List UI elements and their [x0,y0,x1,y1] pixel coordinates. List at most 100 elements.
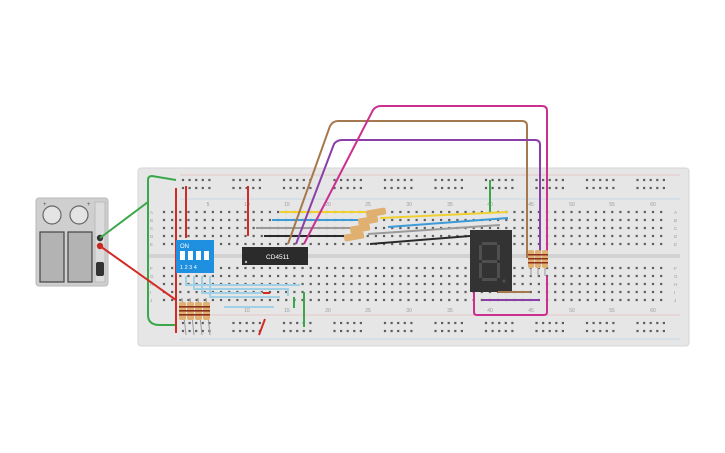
breadboard-hole[interactable] [542,178,545,182]
breadboard-hole[interactable] [504,178,507,182]
breadboard-hole[interactable] [391,226,394,230]
breadboard-hole[interactable] [603,210,606,214]
breadboard-hole[interactable] [277,274,280,278]
breadboard-hole[interactable] [228,266,231,270]
breadboard-hole[interactable] [399,226,402,230]
breadboard-hole[interactable] [456,298,459,302]
breadboard-hole[interactable] [488,226,492,230]
breadboard-hole[interactable] [656,321,659,325]
breadboard-hole[interactable] [448,266,451,270]
breadboard-hole[interactable] [403,178,406,182]
breadboard-hole[interactable] [603,274,606,278]
wire-lightblue-switch[interactable] [201,276,262,294]
breadboard-hole[interactable] [333,186,336,190]
breadboard-hole[interactable] [399,234,402,238]
breadboard-hole[interactable] [268,266,272,270]
breadboard-hole[interactable] [342,290,345,294]
breadboard-hole[interactable] [260,274,263,278]
breadboard-hole[interactable] [407,298,410,302]
battery-switch[interactable] [96,262,104,276]
breadboard-hole[interactable] [333,321,336,325]
breadboard-hole[interactable] [578,242,581,246]
breadboard-hole[interactable] [513,226,516,230]
breadboard-hole[interactable] [260,234,263,238]
breadboard-hole[interactable] [162,282,166,286]
breadboard-hole[interactable] [162,298,166,302]
breadboard-hole[interactable] [187,274,190,278]
breadboard-hole[interactable] [592,321,595,325]
breadboard-hole[interactable] [662,186,665,190]
breadboard-hole[interactable] [619,282,622,286]
breadboard-hole[interactable] [282,178,286,182]
breadboard-hole[interactable] [423,298,426,302]
breadboard-hole[interactable] [366,274,369,278]
breadboard-hole[interactable] [171,282,174,286]
breadboard-hole[interactable] [456,218,459,222]
breadboard-hole[interactable] [448,298,451,302]
breadboard-hole[interactable] [179,282,182,286]
breadboard-hole[interactable] [513,234,516,238]
breadboard-hole[interactable] [554,218,557,222]
breadboard-hole[interactable] [366,298,369,302]
resistor-array-middle[interactable] [343,207,387,242]
breadboard-hole[interactable] [358,290,361,294]
breadboard-hole[interactable] [627,298,630,302]
breadboard-hole[interactable] [537,210,540,214]
breadboard-hole[interactable] [440,282,443,286]
breadboard-hole[interactable] [382,266,386,270]
breadboard-hole[interactable] [188,178,191,182]
breadboard-hole[interactable] [382,226,386,230]
breadboard-hole[interactable] [232,178,235,182]
breadboard-hole[interactable] [649,178,652,182]
breadboard-hole[interactable] [415,274,418,278]
breadboard-hole[interactable] [302,329,305,333]
breadboard-hole[interactable] [358,242,361,246]
breadboard-hole[interactable] [415,210,418,214]
breadboard-hole[interactable] [635,282,638,286]
breadboard-hole[interactable] [258,178,261,182]
breadboard-hole[interactable] [391,218,394,222]
breadboard-hole[interactable] [498,186,501,190]
breadboard-hole[interactable] [612,329,615,333]
breadboard-hole[interactable] [325,282,329,286]
breadboard-hole[interactable] [548,178,551,182]
breadboard-hole[interactable] [187,290,190,294]
breadboard-hole[interactable] [195,290,198,294]
breadboard-hole[interactable] [464,266,467,270]
breadboard-hole[interactable] [651,218,655,222]
breadboard-hole[interactable] [219,242,223,246]
breadboard-hole[interactable] [415,234,418,238]
breadboard-hole[interactable] [195,298,198,302]
breadboard-hole[interactable] [643,298,646,302]
breadboard-hole[interactable] [390,186,393,190]
breadboard-hole[interactable] [391,210,394,214]
breadboard-hole[interactable] [309,290,312,294]
breadboard-hole[interactable] [521,234,524,238]
breadboard-hole[interactable] [656,186,659,190]
breadboard-hole[interactable] [578,234,581,238]
breadboard-hole[interactable] [353,329,356,333]
breadboard-hole[interactable] [431,210,435,214]
breadboard-hole[interactable] [484,321,488,325]
breadboard-hole[interactable] [448,210,451,214]
breadboard-hole[interactable] [410,186,413,190]
breadboard-hole[interactable] [179,234,182,238]
breadboard-hole[interactable] [228,234,231,238]
breadboard-hole[interactable] [440,266,443,270]
breadboard-hole[interactable] [611,282,614,286]
breadboard-hole[interactable] [423,234,426,238]
breadboard-hole[interactable] [277,290,280,294]
breadboard-hole[interactable] [562,266,565,270]
breadboard-hole[interactable] [374,226,377,230]
breadboard-hole[interactable] [651,274,655,278]
breadboard-hole[interactable] [651,226,655,230]
breadboard-hole[interactable] [403,321,406,325]
breadboard-hole[interactable] [643,234,646,238]
breadboard-hole[interactable] [586,290,589,294]
breadboard-hole[interactable] [374,266,377,270]
breadboard-hole[interactable] [570,298,573,302]
breadboard-hole[interactable] [594,226,598,230]
breadboard-hole[interactable] [529,226,532,230]
breadboard-hole[interactable] [529,210,532,214]
breadboard-hole[interactable] [309,186,312,190]
